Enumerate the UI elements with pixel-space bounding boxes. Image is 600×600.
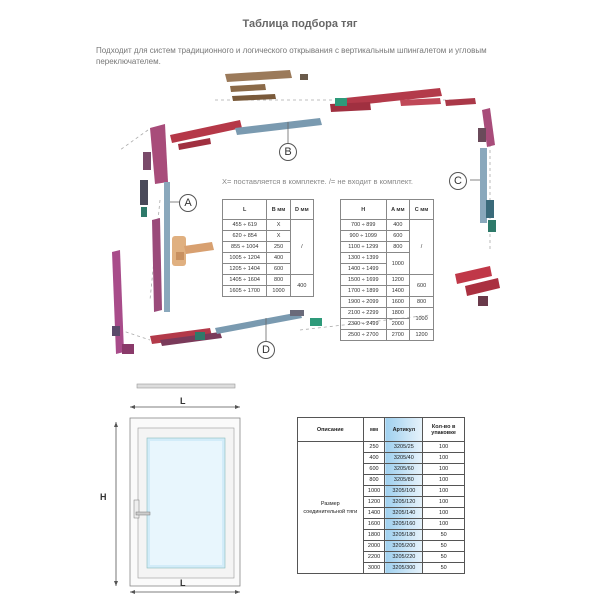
description-cell: Размер соединительной тяги	[297, 441, 364, 574]
handle-image	[172, 236, 214, 266]
legend-note: X= поставляется в комплекте. /= не входи…	[222, 177, 413, 186]
top-left-red-bar	[170, 120, 242, 143]
bottom-left-parts	[112, 326, 222, 354]
label-d: D	[257, 341, 275, 359]
dim-l-bottom: L	[180, 578, 186, 588]
col-article: Артикул	[384, 417, 424, 442]
left-purple-bar	[112, 250, 124, 354]
page-title: Таблица подбора тяг	[242, 18, 358, 30]
top-left-parts	[225, 70, 308, 101]
dim-l-top: L	[180, 396, 186, 406]
col-pack-qty: Кол-во в упаковке	[422, 417, 465, 442]
table-articles: Описание мм Артикул Кол-во в упаковке Ра…	[297, 417, 465, 574]
col-description: Описание	[297, 417, 364, 442]
col-a: A мм	[385, 199, 411, 220]
rod-d	[215, 312, 302, 334]
dim-h: H	[100, 492, 107, 502]
col-d: D мм	[289, 199, 315, 220]
right-red-parts	[455, 266, 500, 306]
label-b: B	[279, 143, 297, 161]
col-b: B мм	[266, 199, 291, 220]
top-gear-bar	[330, 88, 476, 112]
col-h: H	[340, 199, 387, 220]
col-c: C мм	[409, 199, 434, 220]
rod-a	[164, 182, 170, 312]
label-c: C	[449, 172, 467, 190]
left-corner-parts	[140, 124, 168, 217]
right-corner-parts	[478, 108, 496, 232]
rod-b	[235, 118, 322, 135]
label-a: A	[179, 194, 197, 212]
window-drawing	[114, 383, 241, 594]
col-mm: мм	[362, 417, 386, 442]
col-l: L	[221, 199, 268, 220]
page-subtitle: Подходит для систем традиционного и логи…	[96, 46, 487, 66]
